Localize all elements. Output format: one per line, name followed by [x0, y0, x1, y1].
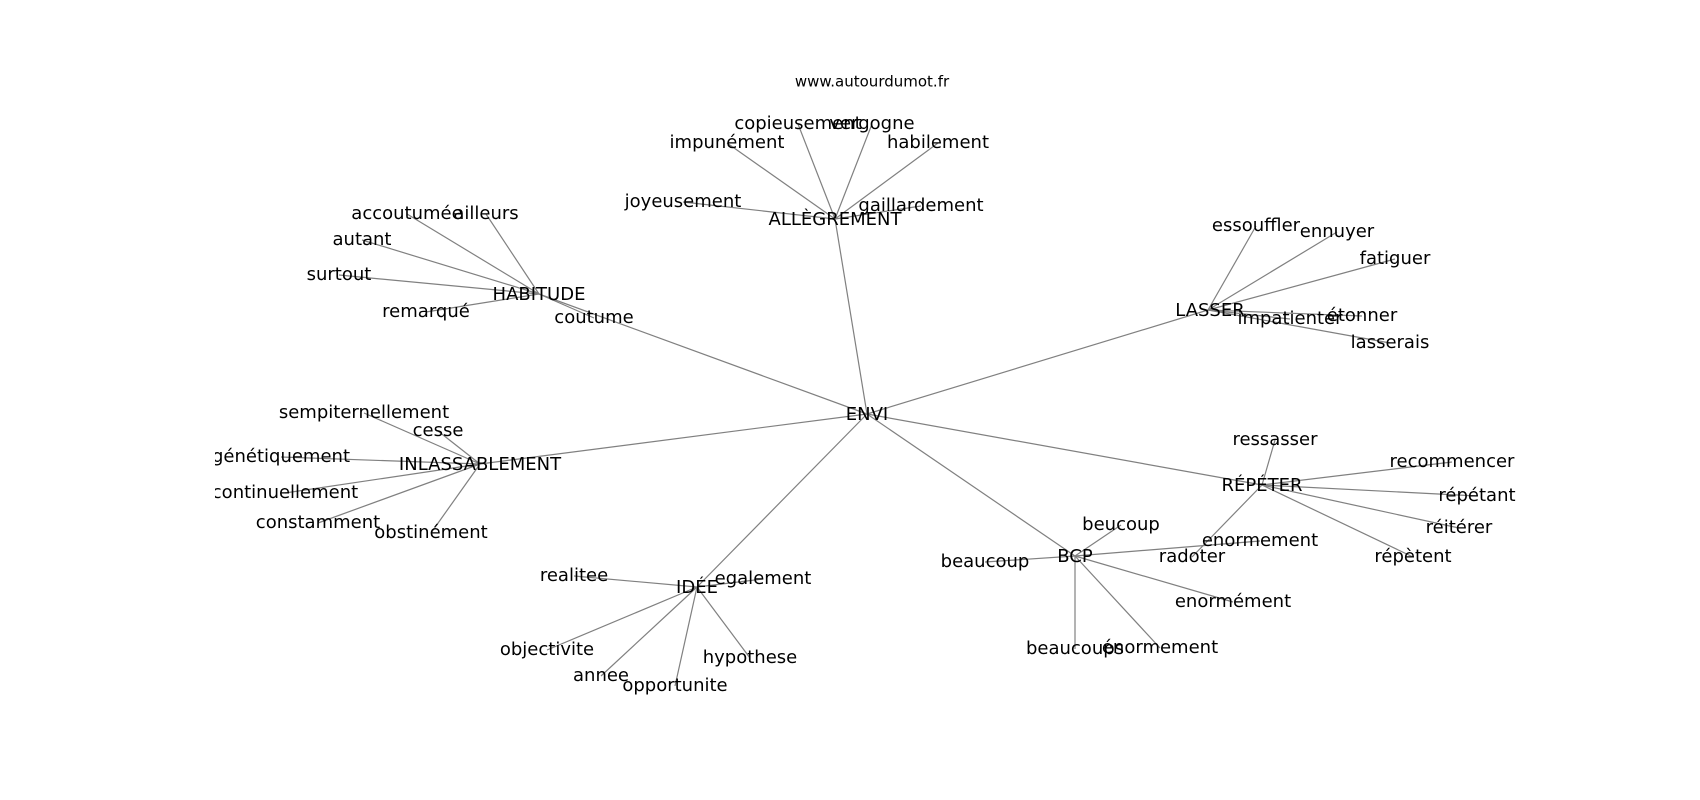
- leaf-node-label: ailleurs: [453, 203, 518, 224]
- edge-hub-to-leaf: [425, 293, 540, 313]
- edge-hub-to-leaf: [317, 463, 481, 524]
- leaf-node-label: realitee: [540, 565, 608, 586]
- leaf-node-label: essouffler: [1212, 215, 1301, 236]
- edge-hub-to-leaf: [406, 213, 540, 295]
- hub-node-label: BCP: [1057, 546, 1093, 567]
- edge-hub-to-leaf: [696, 586, 751, 659]
- edge-center-to-hub: [866, 413, 1076, 557]
- leaf-node-label: constamment: [256, 512, 380, 533]
- hub-node-label: RÉPÉTER: [1222, 474, 1303, 496]
- edge-hub-to-leaf: [674, 586, 698, 687]
- leaf-node-label: cesse: [413, 420, 464, 441]
- edge-hub-to-leaf: [538, 293, 595, 319]
- edge-hub-to-leaf: [1207, 258, 1396, 311]
- leaf-node-label: beaucoup: [941, 551, 1030, 572]
- edge-hub-to-leaf: [726, 142, 836, 220]
- leaf-node-label: coutume: [554, 307, 633, 328]
- edge-hub-to-leaf: [1261, 484, 1478, 497]
- edge-hub-to-leaf: [363, 412, 481, 465]
- leaf-node-label: habilement: [887, 132, 989, 153]
- leaf-node-label: ressasser: [1232, 429, 1318, 450]
- leaf-node-label: gaillardement: [858, 195, 983, 216]
- site-caption: www.autourdumot.fr: [795, 73, 950, 91]
- leaf-node-label: joyeusement: [624, 191, 742, 212]
- leaf-node-label: remarqué: [382, 301, 470, 322]
- leaf-node-label: sempiternellement: [279, 402, 449, 423]
- edge-hub-to-leaf: [1207, 309, 1291, 320]
- leaf-node-label: opportunite: [622, 675, 727, 696]
- leaf-node-label: accoutumée: [351, 203, 462, 224]
- edge-hub-to-leaf: [485, 213, 540, 295]
- edge-hub-to-leaf: [1207, 231, 1338, 311]
- leaf-node-label: surtout: [307, 264, 372, 285]
- center-node-label: ENVI: [846, 404, 888, 425]
- hub-node-label: HABITUDE: [493, 284, 586, 305]
- edge-hub-to-leaf: [430, 463, 481, 534]
- leaf-node-label: génétiquement: [212, 446, 350, 467]
- leaf-node-label: vergogne: [829, 113, 914, 134]
- leaf-node-label: autant: [333, 229, 392, 250]
- edge-hub-to-leaf: [280, 456, 481, 465]
- edge-hub-to-leaf: [361, 239, 540, 295]
- edge-hub-to-leaf: [834, 142, 939, 220]
- edge-hub-to-leaf: [1074, 555, 1234, 603]
- hub-node-label: IDÉE: [676, 576, 718, 598]
- edge-hub-to-leaf: [682, 201, 836, 220]
- hub-node-label: ALLÈGREMENT: [769, 208, 903, 230]
- leaf-node-label: egalement: [715, 568, 812, 589]
- leaf-node-label: fatiguer: [1360, 248, 1431, 269]
- leaf-node-label: impatienter: [1237, 308, 1343, 329]
- edge-hub-to-leaf: [1074, 555, 1161, 649]
- edge-hub-to-leaf: [1207, 225, 1257, 311]
- leaf-node-label: étonner: [1327, 305, 1398, 326]
- hub-node-label: LASSER: [1175, 300, 1245, 321]
- edge-hub-to-leaf: [600, 586, 698, 677]
- edge-hub-to-leaf: [1207, 309, 1363, 317]
- edge-hub-to-leaf: [573, 575, 698, 588]
- leaf-node-label: répétant: [1438, 485, 1515, 506]
- leaf-node-label: beucoup: [1082, 514, 1160, 535]
- edge-hub-to-leaf: [546, 586, 698, 651]
- edge-hub-to-leaf: [797, 123, 836, 220]
- leaf-node-label: enormement: [1202, 530, 1318, 551]
- leaf-node-label: copieusement: [734, 113, 861, 134]
- leaf-node-label: annee: [573, 665, 629, 686]
- edge-hub-to-leaf: [1261, 484, 1414, 558]
- leaf-node-label: enormément: [1175, 591, 1291, 612]
- leaf-node-label: réitérer: [1426, 517, 1493, 538]
- edge-hub-to-leaf: [834, 205, 922, 220]
- leaf-node-label: ennuyer: [1300, 221, 1375, 242]
- leaf-node-label: impunément: [670, 132, 785, 153]
- edge-hub-to-leaf: [1261, 461, 1453, 486]
- edge-hub-to-leaf: [284, 463, 481, 494]
- edge-hub-to-leaf: [1074, 540, 1261, 557]
- edge-hub-to-leaf: [1074, 524, 1122, 557]
- edge-center-to-hub: [479, 413, 868, 465]
- edge-hub-to-leaf: [338, 274, 540, 295]
- edge-hub-to-leaf: [984, 555, 1076, 563]
- edge-hub-to-leaf: [437, 430, 481, 465]
- leaf-node-label: beaucoups: [1026, 638, 1124, 659]
- edge-hub-to-leaf: [696, 578, 764, 588]
- edge-center-to-hub: [866, 413, 1263, 486]
- leaf-node-label: recommencer: [1390, 451, 1516, 472]
- edge-center-to-hub: [866, 309, 1209, 415]
- leaf-node-label: obstinément: [374, 522, 487, 543]
- edge-center-to-hub: [696, 413, 868, 588]
- edge-center-to-hub: [538, 293, 868, 415]
- leaf-node-label: objectivite: [500, 639, 594, 660]
- leaf-node-label: continuellement: [212, 482, 358, 503]
- leaf-node-label: hypothese: [703, 647, 798, 668]
- edge-center-to-hub: [834, 218, 868, 415]
- edge-hub-to-leaf: [834, 123, 873, 220]
- edge-hub-to-leaf: [1261, 484, 1460, 529]
- leaf-node-label: énormement: [1102, 637, 1218, 658]
- leaf-node-label: lasserais: [1351, 332, 1430, 353]
- leaf-node-label: radoter: [1159, 546, 1226, 567]
- leaf-node-label: répètent: [1374, 546, 1451, 567]
- edge-hub-to-leaf: [1207, 309, 1391, 344]
- hub-node-label: INLASSABLEMENT: [399, 454, 562, 475]
- edge-hub-to-leaf: [1261, 439, 1276, 486]
